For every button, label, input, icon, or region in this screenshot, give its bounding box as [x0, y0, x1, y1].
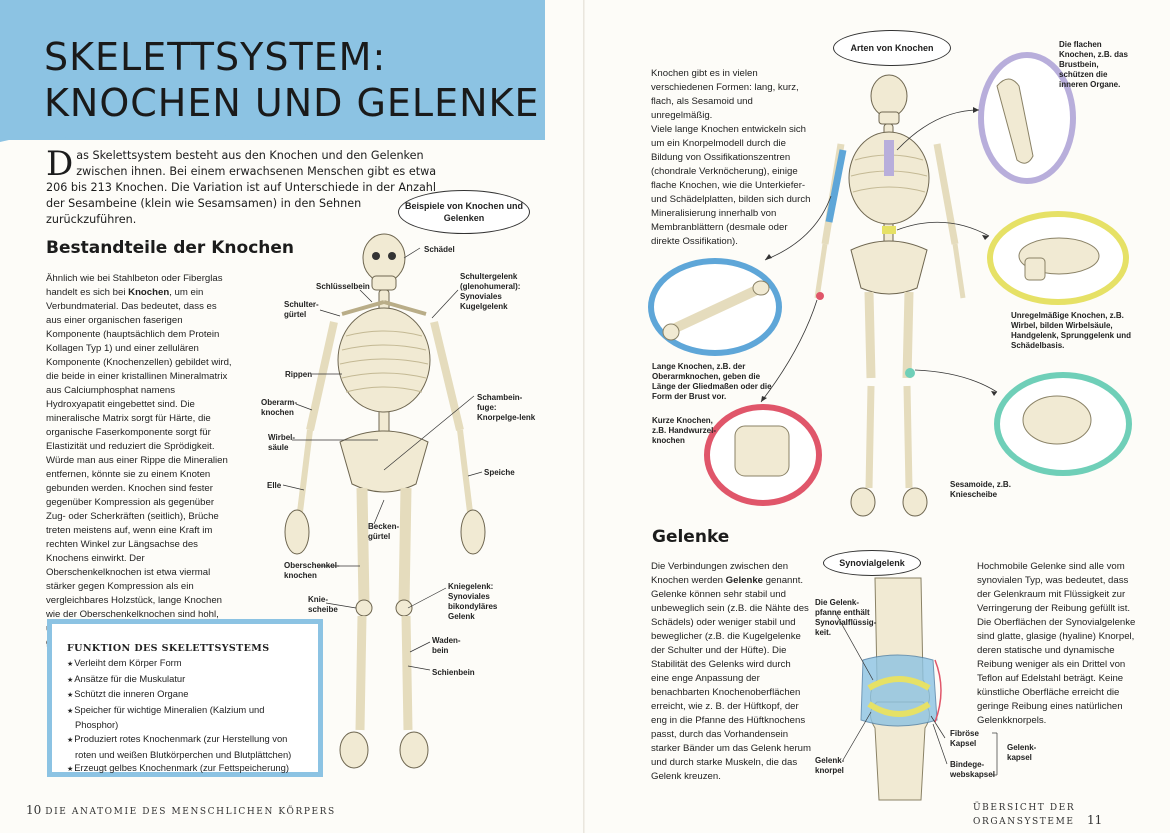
label-beckenguertel: Becken-gürtel — [368, 522, 400, 541]
label-oberschenkelknochen: Oberschenkel-knochen — [284, 561, 340, 580]
joints-part-1: Die Verbindungen zwischen den Knochen we… — [651, 561, 789, 586]
label-gelenkknorpel: Gelenk-knorpel — [815, 756, 845, 775]
function-box-title: FUNKTION DES SKELETTSYSTEMS — [67, 643, 270, 654]
section-title-gelenke: Gelenke — [652, 527, 730, 547]
callout-arten: Arten von Knochen — [833, 30, 951, 66]
function-box: FUNKTION DES SKELETTSYSTEMS Verleiht dem… — [47, 619, 323, 777]
footer-text-right: ÜBERSICHT DER ORGANSYSTEME — [973, 803, 1076, 827]
label-schaedel: Schädel — [424, 245, 455, 254]
callout-beispiele: Beispiele von Knochen und Gelenken — [398, 190, 530, 234]
label-wirbelsaeule: Wirbel-säule — [268, 433, 296, 452]
label-sesamoid-bones: Sesamoide, z.B. Kniescheibe — [950, 480, 1011, 499]
synovial-joint-drawing — [860, 577, 942, 801]
footer-text-left: DIE ANATOMIE DES MENSCHLICHEN KÖRPERS — [45, 807, 336, 817]
function-list: Verleiht dem Körper Form Ansätze für die… — [67, 656, 308, 777]
function-item: Speicher für wichtige Mineralien (Kalziu… — [67, 703, 308, 732]
right-footer: ÜBERSICHT DER ORGANSYSTEME 11 — [973, 803, 1170, 827]
body-bold-knochen: Knochen — [128, 287, 170, 298]
title-line-2: KNOCHEN UND GELENKE — [44, 81, 540, 125]
function-item: Ansätze für die Muskulatur — [67, 672, 308, 688]
label-kniegelenk: Kniegelenk: Synoviales bikondyläres Gele… — [448, 582, 498, 621]
title-line-1: SKELETTSYSTEM: — [44, 35, 387, 79]
label-long-bones: Lange Knochen, z.B. der Oberarmknochen, … — [652, 362, 772, 401]
body-part-1: Ähnlich wie bei Stahlbeton oder Fibergla… — [46, 273, 223, 298]
label-speiche: Speiche — [484, 468, 515, 477]
function-item: Verleiht dem Körper Form — [67, 656, 308, 672]
label-kniescheibe: Knie-scheibe — [308, 595, 338, 614]
joints-bold: Gelenke — [725, 575, 764, 586]
label-gelenkkapsel: Gelenk-kapsel — [1007, 743, 1037, 762]
label-elle: Elle — [267, 481, 282, 490]
drop-cap: D — [46, 144, 74, 184]
label-rippen: Rippen — [285, 370, 313, 379]
page-number-right: 11 — [1087, 813, 1103, 827]
banner-brush-edge — [0, 118, 545, 142]
joints-part-2: genannt. Gelenke können sehr stabil und … — [651, 575, 811, 782]
label-fibroese-kapsel: Fibröse Kapsel — [950, 729, 979, 748]
page-number-left: 10 — [26, 803, 42, 817]
label-schienbein: Schienbein — [432, 668, 475, 677]
function-item: Erzeugt gelbes Knochenmark (zur Fettspei… — [67, 761, 308, 777]
label-schultergelenk: Schultergelenk (glenohumeral): Synoviale… — [460, 272, 521, 311]
right-page: Arten von Knochen Knochen gibt es in vie… — [585, 0, 1170, 833]
callout-synovial: Synovialgelenk — [823, 550, 921, 576]
synovial-text: Hochmobile Gelenke sind alle vom synovia… — [977, 561, 1136, 726]
label-irregular-bones: Unregelmäßige Knochen, z.B. Wirbel, bild… — [1011, 311, 1132, 350]
label-wadenbein: Waden-bein — [432, 636, 461, 655]
label-schultergürtel: Schulter-gürtel — [284, 300, 319, 319]
label-schluesselbein: Schlüsselbein — [316, 282, 370, 291]
function-item: Schützt die inneren Organe — [67, 687, 308, 703]
skeleton-illustration — [282, 233, 486, 769]
label-flat-bones: Die flachen Knochen, z.B. das Brustbein,… — [1059, 40, 1128, 89]
label-gelenkpfanne: Die Gelenk-pfanne enthält Synovialflüssi… — [815, 598, 877, 637]
section-title-bestandteile: Bestandteile der Knochen — [46, 238, 295, 258]
page-title: SKELETTSYSTEM: KNOCHEN UND GELENKE — [44, 34, 539, 126]
label-short-bones: Kurze Knochen, z.B. Handwurzel-knochen — [652, 416, 717, 445]
bone-types-illustration — [648, 52, 1132, 801]
bone-types-intro: Knochen gibt es in vielen verschiedenen … — [651, 68, 799, 121]
joints-text: Die Verbindungen zwischen den Knochen we… — [651, 560, 811, 784]
title-banner — [0, 0, 545, 140]
intro-text: as Skelettsystem besteht aus den Knochen… — [46, 149, 437, 226]
ossification-text: Viele lange Knochen entwickeln sich um e… — [651, 124, 811, 247]
label-oberarmknochen: Oberarm-knochen — [261, 398, 298, 417]
label-bindegewebskapsel: Bindege-webskapsel — [950, 760, 995, 779]
label-schambeinfuge: Schambein-fuge: Knorpelge-lenk — [477, 393, 536, 422]
function-item: Produziert rotes Knochenmark (zur Herste… — [67, 732, 308, 761]
